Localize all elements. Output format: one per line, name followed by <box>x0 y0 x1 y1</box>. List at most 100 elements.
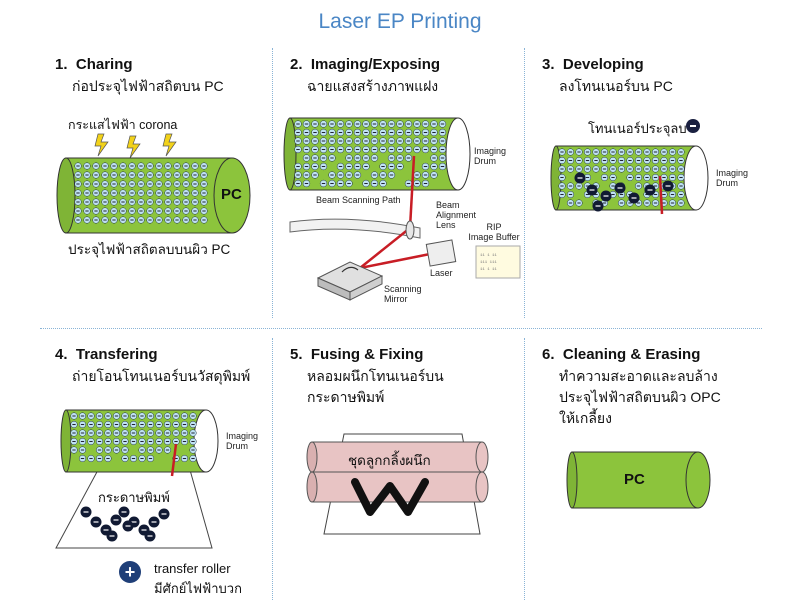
negative-toner-icon <box>686 119 700 133</box>
drum-charges <box>70 412 197 463</box>
lightning-icon <box>94 133 109 157</box>
step-6-name: Cleaning & Erasing <box>562 346 701 363</box>
divider-vertical-1 <box>272 48 273 318</box>
step-5-number: 5. <box>290 346 303 363</box>
pc-label: PC <box>221 186 242 203</box>
step-2-heading: 2. Imaging/Exposing <box>290 56 440 73</box>
step-4-number: 4. <box>55 346 68 363</box>
step-5-desc-line: กระดาษพิมพ์ <box>307 389 385 405</box>
label-line: Beam <box>436 200 460 210</box>
clean-pc-label: PC <box>624 471 645 488</box>
positive-charge-icon: + <box>119 561 141 583</box>
label-line: Imaging <box>716 168 749 178</box>
divider-horizontal <box>40 328 762 329</box>
label-line: Mirror <box>384 294 408 304</box>
imaging-drum-label: Imaging Drum <box>474 146 506 166</box>
beam-scanning-path <box>289 218 421 239</box>
imaging-drum-right-end <box>445 117 471 191</box>
scanning-mirror-label: Scanning Mirror <box>384 284 422 304</box>
step-4-desc-line: ถ่ายโอนโทนเนอร์บนวัสดุพิมพ์ <box>72 368 251 384</box>
label-line: Scanning <box>384 284 422 294</box>
step-6-description: ทำความสะอาดและลบล้าง ประจุไฟฟ้าสถิตบนผิว… <box>559 366 721 429</box>
step-2-name: Imaging/Exposing <box>310 56 441 73</box>
beam-scanning-path-label: Beam Scanning Path <box>316 195 401 205</box>
divider-vertical-3 <box>272 338 273 600</box>
laser-beam <box>359 252 431 270</box>
label-line: Imaging <box>226 431 259 441</box>
fusing-rollers-label: ชุดลูกกลิ้งผนึก <box>348 453 431 468</box>
latent-image-charges <box>294 120 447 188</box>
label-line: Lens <box>436 220 456 230</box>
label-line: Drum <box>474 156 496 166</box>
step-6-number: 6. <box>542 346 555 363</box>
laser-label: Laser <box>430 268 453 278</box>
imaging-drum-left-end <box>283 117 297 191</box>
svg-text:11 1 11: 11 1 11 <box>480 268 497 272</box>
step-3-heading: 3. Developing <box>542 56 644 73</box>
laser-unit <box>425 239 457 267</box>
step-1-desc-line: ก่อประจุไฟฟ้าสถิตบน PC <box>72 78 224 94</box>
label-line: Imaging <box>474 146 507 156</box>
step-2-desc-line: ฉายแสงสร้างภาพแฝง <box>307 78 439 94</box>
step-5-heading: 5. Fusing & Fixing <box>290 346 423 363</box>
step-1-description: ก่อประจุไฟฟ้าสถิตบน PC <box>72 76 224 97</box>
step-6-desc-line: ประจุไฟฟ้าสถิตบนผิว OPC <box>559 389 721 405</box>
corona-label: กระแสไฟฟ้า corona <box>68 118 178 132</box>
printing-paper-label: กระดาษพิมพ์ <box>98 490 170 505</box>
step-3-desc-line: ลงโทนเนอร์บน PC <box>559 78 673 94</box>
negative-toner-label: โทนเนอร์ประจุลบ <box>588 121 687 136</box>
lightning-icon <box>126 135 141 159</box>
label-line: Alignment <box>436 210 477 220</box>
page-title: Laser EP Printing <box>318 10 482 33</box>
divider-vertical-4 <box>524 338 525 600</box>
step-3-name: Developing <box>562 56 644 73</box>
step-4-heading: 4. Transfering <box>55 346 158 363</box>
lightning-icon <box>162 133 177 157</box>
label-line: RIP <box>486 222 502 232</box>
alignment-lens <box>405 220 415 240</box>
step-6-heading: 6. Cleaning & Erasing <box>542 346 700 363</box>
negative-charges <box>74 162 208 224</box>
transferred-toner <box>80 506 170 542</box>
imaging-drum-label: Imaging Drum <box>716 168 748 188</box>
laser-beam <box>658 175 664 215</box>
step-6-desc-line: ทำความสะอาดและลบล้าง <box>559 368 718 384</box>
step-5-desc-line: หลอมผนึกโทนเนอร์บน <box>307 368 444 384</box>
label-line: Image Buffer <box>468 232 520 242</box>
step-1-heading: 1. Charing <box>55 56 133 73</box>
pc-drum-left-end <box>56 157 76 234</box>
transfer-roller-label: transfer roller <box>154 561 231 576</box>
rip-image-buffer <box>475 245 521 279</box>
label-line: Drum <box>716 178 738 188</box>
divider-vertical-2 <box>524 48 525 318</box>
label-line: Drum <box>226 441 248 451</box>
laser-beam <box>408 155 416 229</box>
developed-toner <box>558 148 685 212</box>
rip-buffer-label: RIP Image Buffer <box>462 222 526 242</box>
step-5-description: หลอมผนึกโทนเนอร์บน กระดาษพิมพ์ <box>307 366 444 408</box>
clean-pc-drum-body <box>571 451 699 509</box>
svg-text:11 1 11: 11 1 11 <box>480 254 497 258</box>
laser-beam <box>359 227 411 269</box>
pc-drum-right-end <box>213 157 251 234</box>
imaging-drum-label: Imaging Drum <box>226 431 258 451</box>
step-1-number: 1. <box>55 56 68 73</box>
laser-beam <box>170 443 178 477</box>
svg-text:111 111: 111 111 <box>480 261 497 265</box>
step-3-description: ลงโทนเนอร์บน PC <box>559 76 673 97</box>
step-1-name: Charing <box>75 56 133 73</box>
step-2-description: ฉายแสงสร้างภาพแฝง <box>307 76 438 97</box>
step-5-name: Fusing & Fixing <box>310 346 424 363</box>
step-4-description: ถ่ายโอนโทนเนอร์บนวัสดุพิมพ์ <box>72 366 250 387</box>
step-4-name: Transfering <box>75 346 158 363</box>
step-6-desc-line: ให้เกลี้ยง <box>559 410 612 426</box>
step-3-number: 3. <box>542 56 555 73</box>
negative-charge-caption: ประจุไฟฟ้าสถิตลบบนผิว PC <box>68 242 231 257</box>
fused-toner-letter <box>351 478 429 516</box>
step-2-number: 2. <box>290 56 303 73</box>
